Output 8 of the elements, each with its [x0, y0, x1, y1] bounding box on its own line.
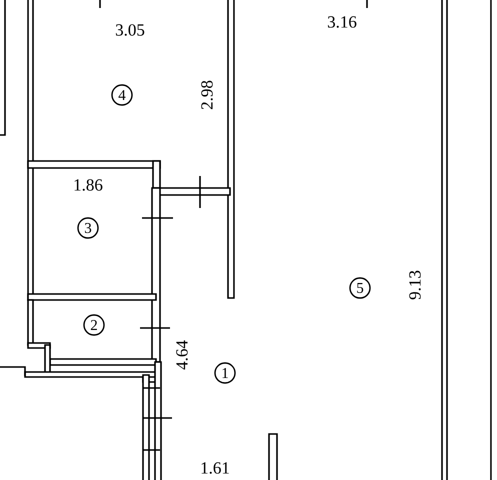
room-number: 3	[77, 217, 99, 239]
room-number: 1	[214, 362, 236, 384]
dimension-label: 2.98	[201, 80, 213, 110]
room-number: 5	[349, 277, 371, 299]
room-number: 2	[83, 314, 105, 336]
room-number: 4	[111, 84, 133, 106]
dimension-label: 3.16	[328, 16, 356, 28]
dimension-label: 1.61	[202, 462, 229, 474]
